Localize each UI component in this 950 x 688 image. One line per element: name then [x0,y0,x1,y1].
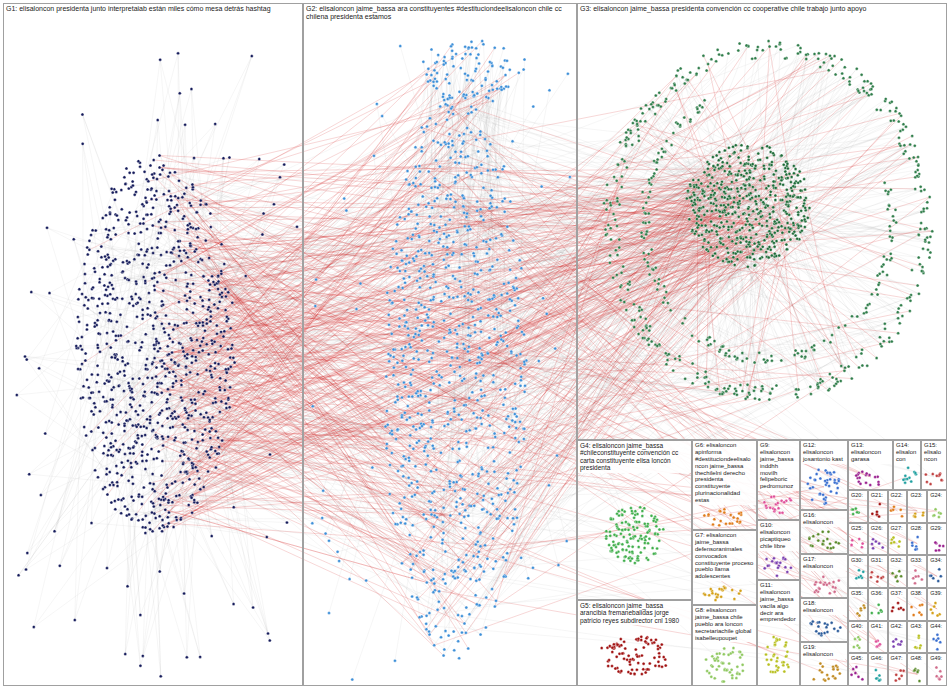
page: G1: elisaloncon presidenta junto interpr… [0,0,950,688]
